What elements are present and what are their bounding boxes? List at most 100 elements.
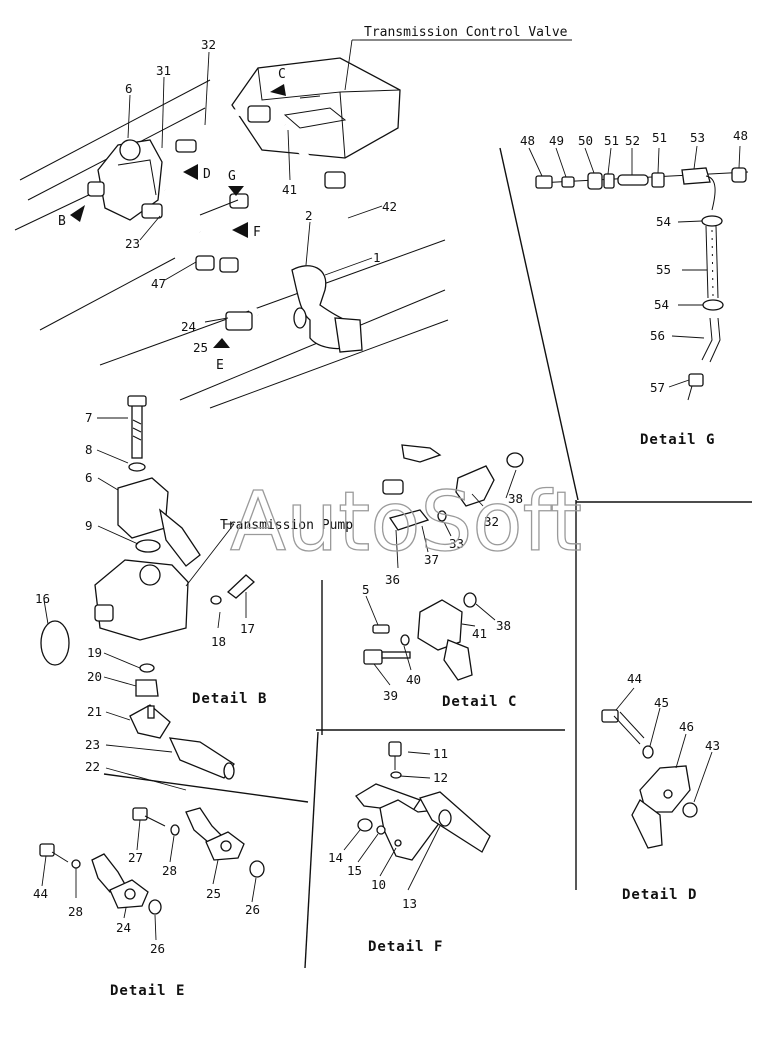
view-arrows [70, 84, 286, 348]
b-callout-9: 9 [85, 518, 93, 533]
d-callout-46: 46 [679, 719, 694, 734]
callout-25: 25 [193, 340, 208, 355]
g-callout-48b: 48 [733, 128, 748, 143]
c-callout-38b: 38 [496, 618, 511, 633]
g-callout-54b: 54 [654, 297, 669, 312]
e-callout-28b: 28 [162, 863, 177, 878]
arrow-f-icon [232, 222, 248, 238]
detail-d [601, 687, 713, 849]
g-callout-56: 56 [650, 328, 665, 343]
f-callout-15: 15 [347, 863, 362, 878]
c-callout-33: 33 [449, 536, 464, 551]
b-callout-17: 17 [240, 621, 255, 636]
callout-24: 24 [181, 319, 196, 334]
b-callout-18: 18 [211, 634, 226, 649]
c-callout-40: 40 [406, 672, 421, 687]
detail-b [40, 395, 255, 791]
main-fittings [141, 105, 346, 331]
arrow-d-label: D [203, 167, 211, 182]
arrow-e-icon [213, 338, 230, 348]
watermark: AutoSoft [230, 475, 582, 570]
e-callout-26b: 26 [150, 941, 165, 956]
c-callout-5: 5 [362, 582, 370, 597]
detail-g-caption: Detail G [640, 432, 715, 448]
arrow-b-label: B [58, 214, 66, 229]
e-callout-28a: 28 [68, 904, 83, 919]
detail-e-callouts: 44 28 27 28 25 26 24 26 [33, 850, 260, 956]
detail-e-caption: Detail E [110, 983, 185, 999]
e-callout-24: 24 [116, 920, 131, 935]
c-callout-32: 32 [484, 514, 499, 529]
callout-31: 31 [156, 63, 171, 78]
c-callout-37: 37 [424, 552, 439, 567]
main-callouts: 32 31 6 41 42 2 1 23 47 24 25 [125, 37, 397, 355]
g-callout-55: 55 [656, 262, 671, 277]
b-callout-8: 8 [85, 442, 93, 457]
pump-title: Transmission Pump [220, 518, 353, 533]
detail-f-callouts: 11 12 14 15 10 13 [328, 746, 448, 911]
detail-d-caption: Detail D [622, 887, 697, 903]
detail-g [528, 145, 749, 401]
arrow-g-icon [228, 186, 244, 196]
detail-c-caption: Detail C [442, 694, 517, 710]
detail-e [39, 807, 265, 941]
arrow-c-label: C [278, 67, 286, 82]
g-callout-53: 53 [690, 130, 705, 145]
g-callout-52: 52 [625, 133, 640, 148]
detail-b-caption: Detail B [192, 691, 267, 707]
arrow-c-icon [270, 84, 286, 96]
callout-2: 2 [305, 208, 313, 223]
arrow-f-label: F [253, 225, 261, 240]
b-callout-22: 22 [85, 759, 100, 774]
g-callout-48: 48 [520, 133, 535, 148]
f-callout-14: 14 [328, 850, 343, 865]
e-callout-25: 25 [206, 886, 221, 901]
detail-d-callouts: 44 45 46 43 [627, 671, 720, 753]
detail-b-callouts: 7 8 6 9 16 17 18 19 20 21 23 22 [35, 410, 255, 774]
detail-f [343, 741, 491, 891]
b-callout-23: 23 [85, 737, 100, 752]
c-callout-36: 36 [385, 572, 400, 587]
c-callout-38a: 38 [508, 491, 523, 506]
arrow-e-label: E [216, 358, 224, 373]
frame-rails [14, 79, 449, 409]
arrow-b-icon [70, 205, 85, 222]
detail-c [363, 444, 524, 686]
callout-42: 42 [382, 199, 397, 214]
d-callout-45: 45 [654, 695, 669, 710]
arrow-g-label: G [228, 169, 236, 184]
g-callout-51b: 51 [652, 130, 667, 145]
b-callout-19: 19 [87, 645, 102, 660]
arrow-d-icon [183, 164, 198, 180]
callout-41: 41 [282, 182, 297, 197]
f-callout-11: 11 [433, 746, 448, 761]
suction-pipe [291, 265, 363, 353]
g-callout-49: 49 [549, 133, 564, 148]
detail-c-callouts: 32 38 33 37 36 5 41 38 40 39 [362, 491, 523, 703]
control-valve-body [231, 57, 401, 159]
detail-f-caption: Detail F [368, 939, 443, 955]
callout-1: 1 [373, 250, 381, 265]
f-callout-12: 12 [433, 770, 448, 785]
callout-6: 6 [125, 81, 133, 96]
e-callout-27: 27 [128, 850, 143, 865]
control-valve-title: Transmission Control Valve [364, 25, 568, 40]
b-callout-16: 16 [35, 591, 50, 606]
c-callout-41: 41 [472, 626, 487, 641]
b-callout-7: 7 [85, 410, 93, 425]
detail-g-callouts: 48 49 50 51 52 51 53 48 54 55 54 56 57 [520, 128, 748, 395]
main-assembly: B C D E F G [14, 39, 572, 409]
g-callout-54a: 54 [656, 214, 671, 229]
e-callout-44: 44 [33, 886, 48, 901]
d-callout-44: 44 [627, 671, 642, 686]
section-dividers [103, 147, 752, 969]
c-callout-39: 39 [383, 688, 398, 703]
g-callout-57: 57 [650, 380, 665, 395]
g-callout-50: 50 [578, 133, 593, 148]
b-callout-21: 21 [87, 704, 102, 719]
b-callout-6: 6 [85, 470, 93, 485]
e-callout-26a: 26 [245, 902, 260, 917]
main-pump [87, 139, 163, 221]
callout-32: 32 [201, 37, 216, 52]
